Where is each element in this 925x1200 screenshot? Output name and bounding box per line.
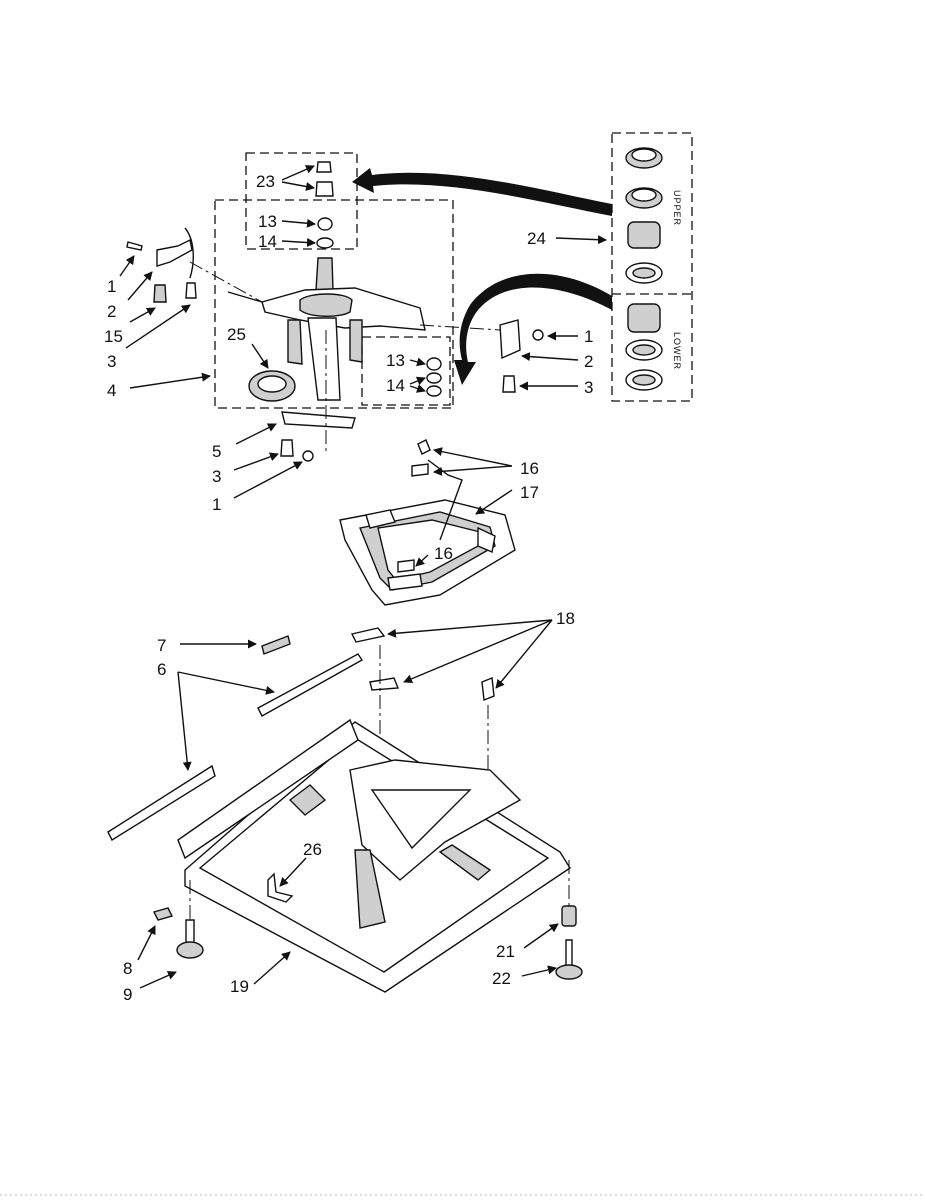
bearing-group-box-right <box>361 336 451 406</box>
callout-1c: 1 <box>212 495 221 514</box>
bearing-13b-part <box>426 357 442 371</box>
callout-1b: 1 <box>584 327 593 346</box>
upper-label: UPPER <box>672 190 682 226</box>
callout-16b: 16 <box>434 544 453 563</box>
inner-frame-17 <box>339 499 516 606</box>
callout-1: 1 <box>107 277 116 296</box>
callout-13b: 13 <box>386 351 405 370</box>
callout-16a: 16 <box>520 459 539 478</box>
upper-assembly <box>126 152 544 462</box>
left-bracket-parts <box>126 227 197 303</box>
callout-7: 7 <box>157 636 166 655</box>
callout-9: 9 <box>123 985 132 1004</box>
callout-14b: 14 <box>386 376 405 395</box>
clip-16-parts <box>397 439 463 573</box>
callout-8: 8 <box>123 959 132 978</box>
bearing-kit-24: UPPER LOWER <box>352 132 693 402</box>
rail-6-parts <box>107 653 364 841</box>
lower-kit-parts <box>625 303 663 391</box>
callout-6: 6 <box>157 660 166 679</box>
kit-box <box>611 132 693 402</box>
washer-14-part <box>316 237 334 249</box>
callout-5: 5 <box>212 442 221 461</box>
right-bracket-parts <box>499 319 544 393</box>
callout-22: 22 <box>492 969 511 988</box>
base-frame-19 <box>177 718 571 993</box>
callout-3c: 3 <box>212 467 221 486</box>
callout-26: 26 <box>303 840 322 859</box>
callout-2: 2 <box>107 302 116 321</box>
callout-4: 4 <box>107 381 116 400</box>
callout-13: 13 <box>258 212 277 231</box>
tub-base-casting <box>227 257 426 401</box>
lower-label: LOWER <box>672 332 682 370</box>
bracket-26-part <box>267 872 294 903</box>
callout-2b: 2 <box>584 352 593 371</box>
callout-24: 24 <box>527 229 546 248</box>
callout-21: 21 <box>496 942 515 961</box>
callout-18: 18 <box>556 609 575 628</box>
tub-base-group-box <box>214 199 454 409</box>
bearing-group-box-top <box>245 152 358 250</box>
foot-right-parts <box>555 860 583 980</box>
leader-arrows <box>119 165 607 989</box>
spring-7-part <box>261 635 291 655</box>
callout-23: 23 <box>256 172 275 191</box>
lower-bracket-parts <box>280 411 356 462</box>
bearing-13-part <box>317 217 333 231</box>
upper-kit-arrow <box>352 168 612 216</box>
callout-3: 3 <box>107 352 116 371</box>
callout-3b: 3 <box>584 378 593 397</box>
washer-14c-part <box>426 385 442 397</box>
washer-14b-part <box>426 372 442 384</box>
clip-18-parts <box>350 627 495 770</box>
callout-17: 17 <box>520 483 539 502</box>
seal-25-part <box>248 370 296 402</box>
bearing-23-part <box>315 161 334 197</box>
callout-14: 14 <box>258 232 277 251</box>
callout-labels: 1 2 15 3 4 23 13 14 25 13 14 1 2 3 24 5 … <box>104 172 593 1004</box>
callout-25: 25 <box>227 325 246 344</box>
foot-left-parts <box>152 880 204 959</box>
upper-kit-parts <box>625 147 663 284</box>
callout-19: 19 <box>230 977 249 996</box>
callout-15: 15 <box>104 327 123 346</box>
